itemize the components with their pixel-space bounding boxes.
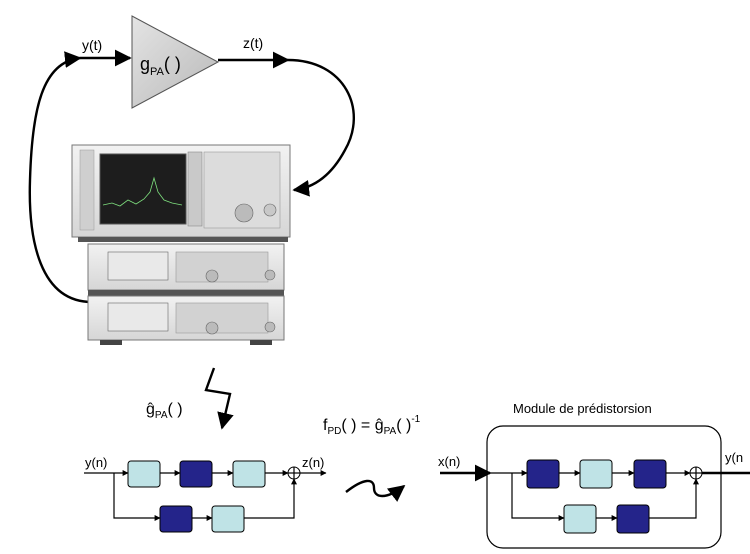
transformation-arrow [345, 479, 406, 502]
amplifier-triangle [131, 15, 220, 109]
instrument-spacer [78, 237, 288, 242]
model-block-4 [159, 505, 193, 533]
instrument-stack [71, 144, 291, 345]
amplifier-output-label: z(t) [243, 35, 263, 51]
amplifier-block-label: gPA( ) [140, 54, 181, 78]
predistortion-module: Module de prédistorsion x(n) y(n [438, 401, 750, 549]
signal-generator-bottom [87, 295, 285, 341]
model-input-label: y(n) [85, 455, 107, 470]
instrument-spacer-2 [88, 290, 284, 296]
amplifier-input-label: y(t) [82, 37, 102, 53]
model-block-1 [127, 460, 161, 488]
predistortion-block-4 [563, 504, 597, 534]
instrument-foot [250, 340, 272, 345]
model-block-2 [179, 460, 213, 488]
predistortion-block-5 [616, 504, 650, 534]
estimate-label: ĝPA( ) [146, 401, 183, 421]
model-block-3 [232, 460, 266, 488]
feedback-right-curve [287, 58, 355, 197]
signal-generator-top [87, 243, 285, 291]
predistortion-title: Module de prédistorsion [513, 401, 652, 416]
feedback-left-curve [28, 51, 93, 304]
predistortion-block-2 [579, 459, 613, 489]
instrument-foot [100, 340, 122, 345]
inverse-relation-label: fPD( ) = ĝPA( )-1 [323, 414, 421, 437]
predistortion-block-3 [633, 459, 667, 489]
amplifier-section: y(t) gPA( ) z(t) [28, 15, 355, 304]
model-block-5 [211, 505, 245, 533]
predistortion-output-label: y(n [725, 450, 743, 465]
pa-model-diagram: y(n) z(n) [84, 455, 327, 533]
spectrum-analyzer [71, 144, 291, 238]
predistortion-block-1 [526, 459, 560, 489]
estimation-arrow [204, 367, 234, 430]
model-output-label: z(n) [302, 455, 324, 470]
predistortion-input-label: x(n) [438, 454, 460, 469]
